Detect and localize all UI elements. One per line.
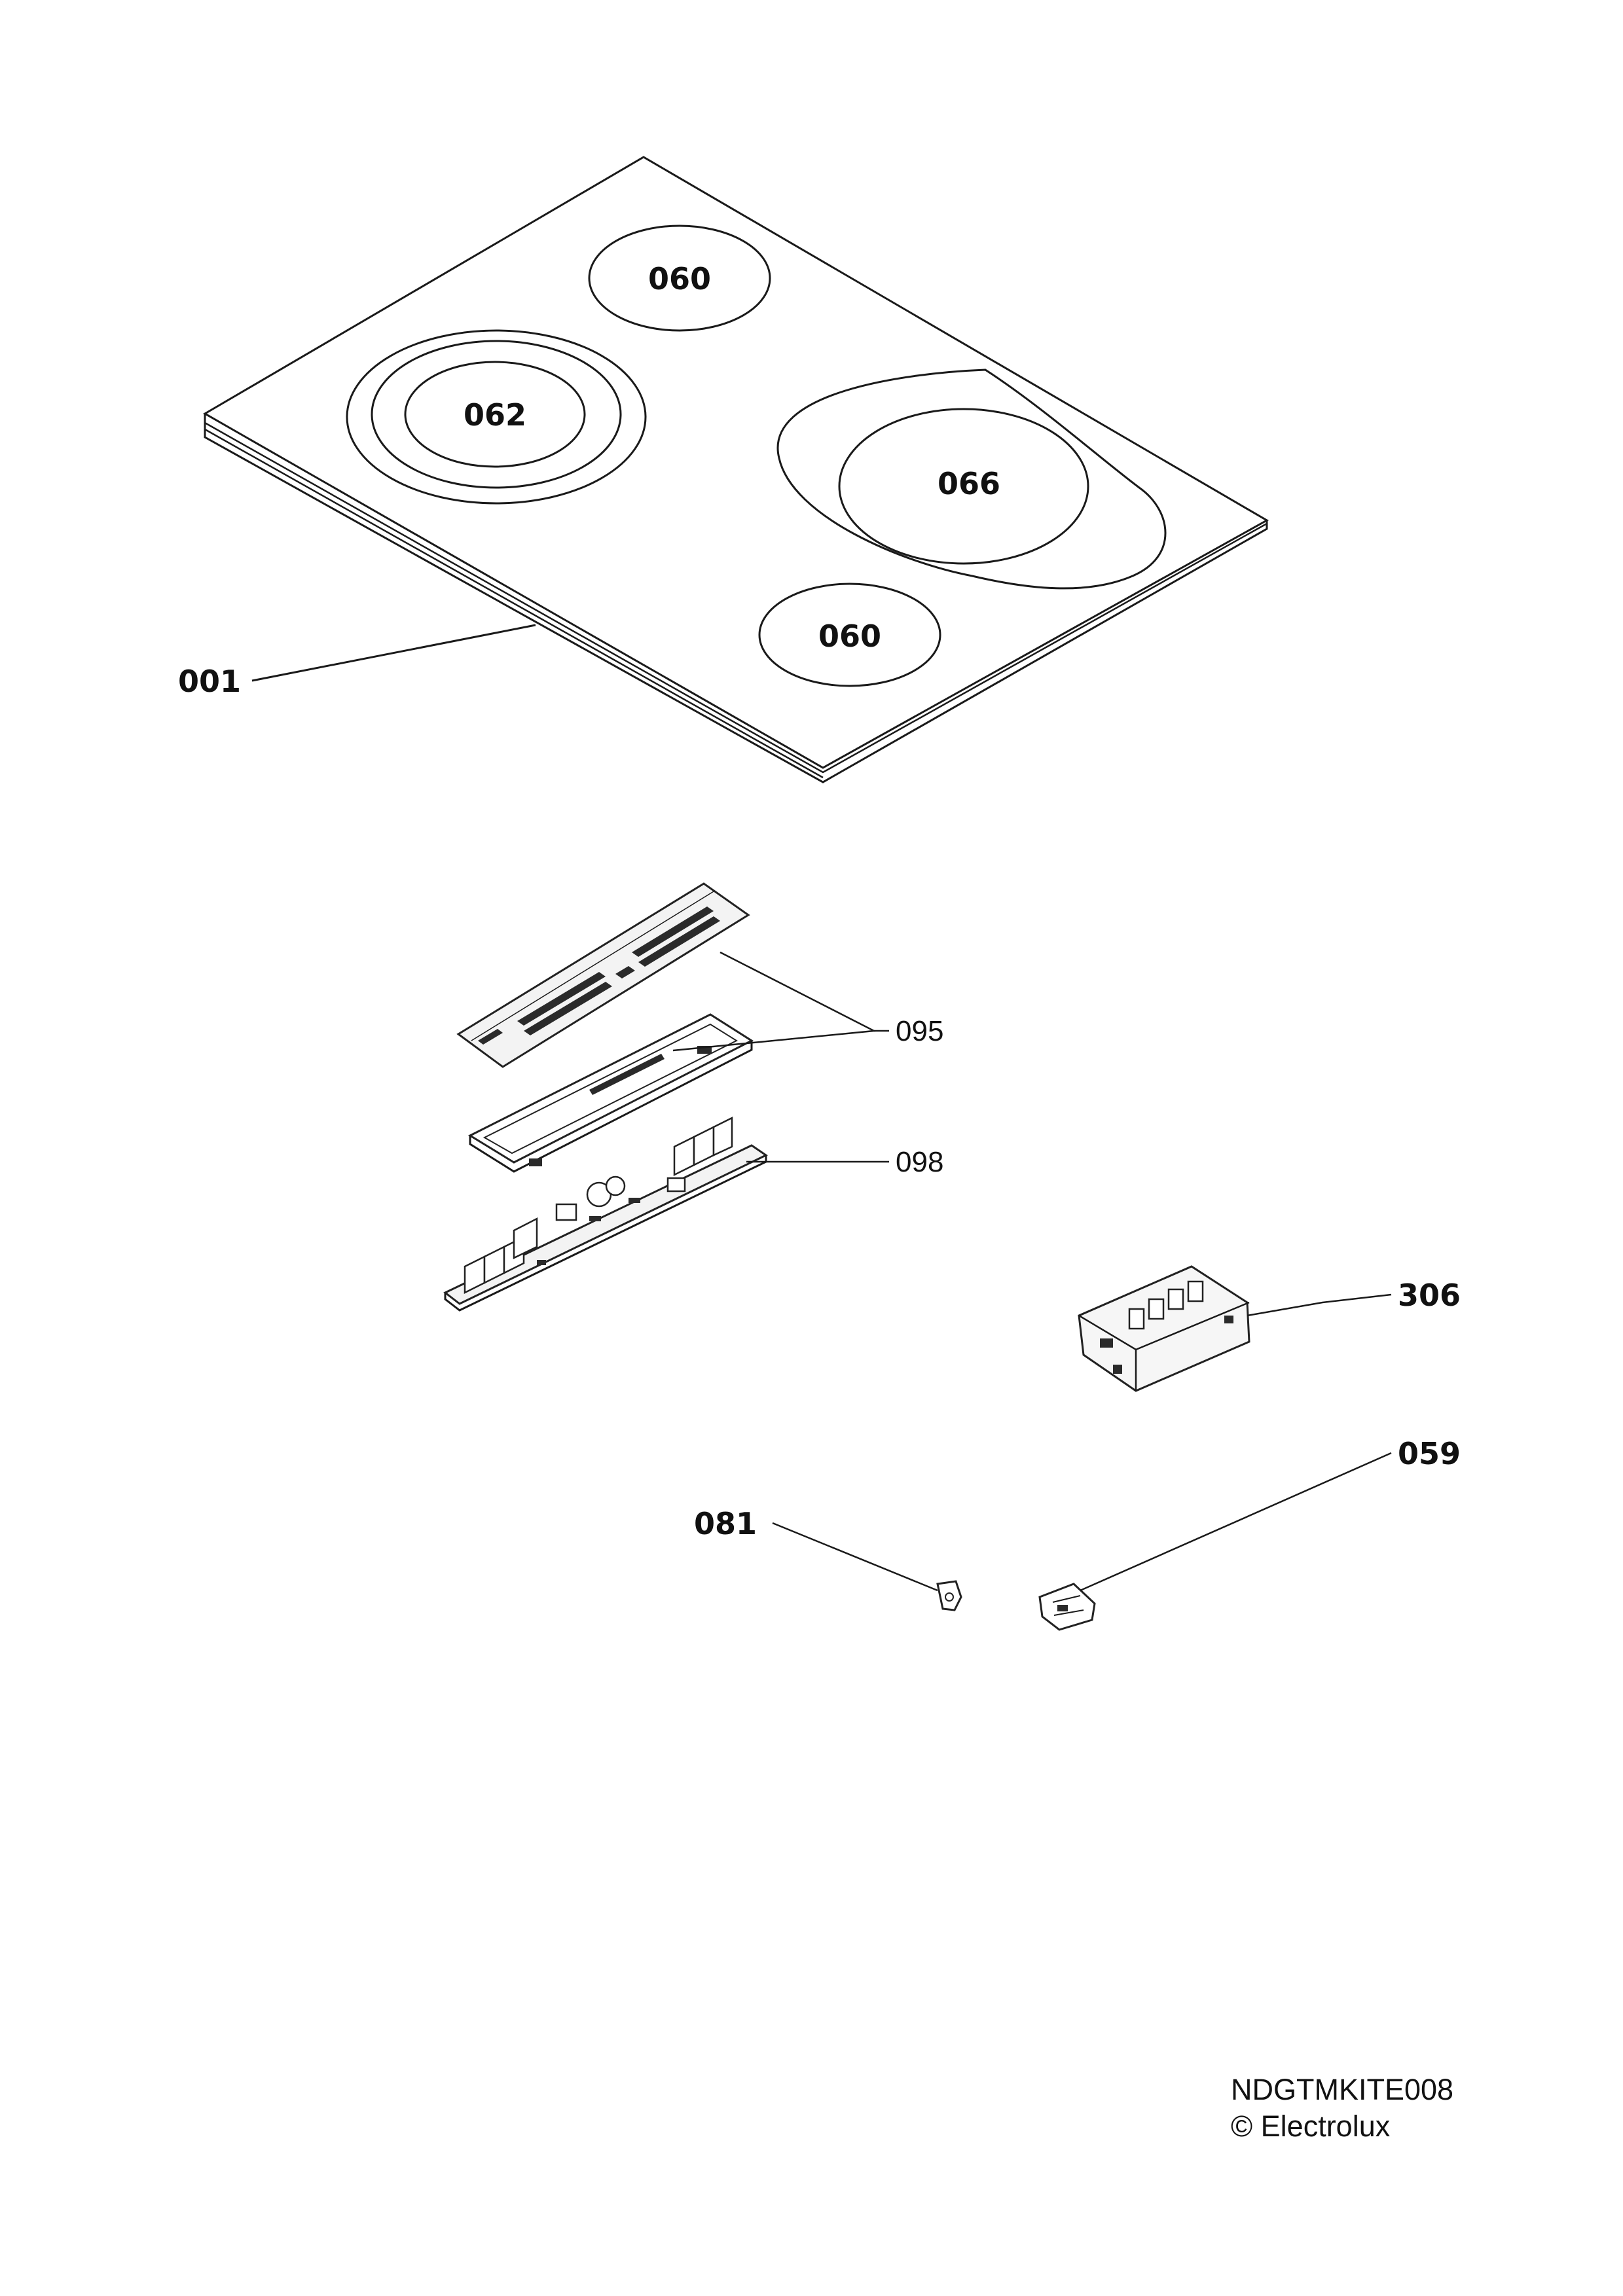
part-081-clip <box>936 1580 962 1611</box>
hob-glass-top <box>203 156 1269 783</box>
leader-001 <box>251 624 536 682</box>
part-059-bracket <box>1038 1583 1096 1631</box>
zone-oval-label: 066 <box>938 466 1000 501</box>
zone-rear-circle <box>588 224 771 332</box>
power-board <box>443 1116 768 1312</box>
zone-double-label: 062 <box>464 397 526 433</box>
zone-double-circles <box>346 329 647 505</box>
footer: NDGTMKITE008 © Electrolux <box>1231 2072 1453 2145</box>
zone-oval-outline <box>776 368 1167 590</box>
zone-front-label: 060 <box>818 619 881 654</box>
label-095: 095 <box>896 1015 943 1047</box>
leader-081 <box>772 1522 938 1592</box>
label-081: 081 <box>694 1506 757 1541</box>
label-059: 059 <box>1398 1436 1461 1471</box>
zone-rear-label: 060 <box>648 261 711 296</box>
copyright-notice: © Electrolux <box>1231 2109 1391 2143</box>
drawing-code: NDGTMKITE008 <box>1231 2073 1454 2106</box>
cooking-zones: 060 062 066 060 <box>346 224 1167 687</box>
touch-control-frame <box>467 1013 754 1173</box>
leader-306 <box>1247 1293 1392 1317</box>
label-306: 306 <box>1398 1278 1461 1313</box>
leader-059 <box>1080 1452 1392 1592</box>
label-001: 001 <box>178 664 241 699</box>
zone-front-circle <box>758 583 941 687</box>
terminal-block <box>1078 1265 1250 1392</box>
label-098: 098 <box>896 1146 943 1178</box>
touch-control-panel <box>456 882 750 1068</box>
